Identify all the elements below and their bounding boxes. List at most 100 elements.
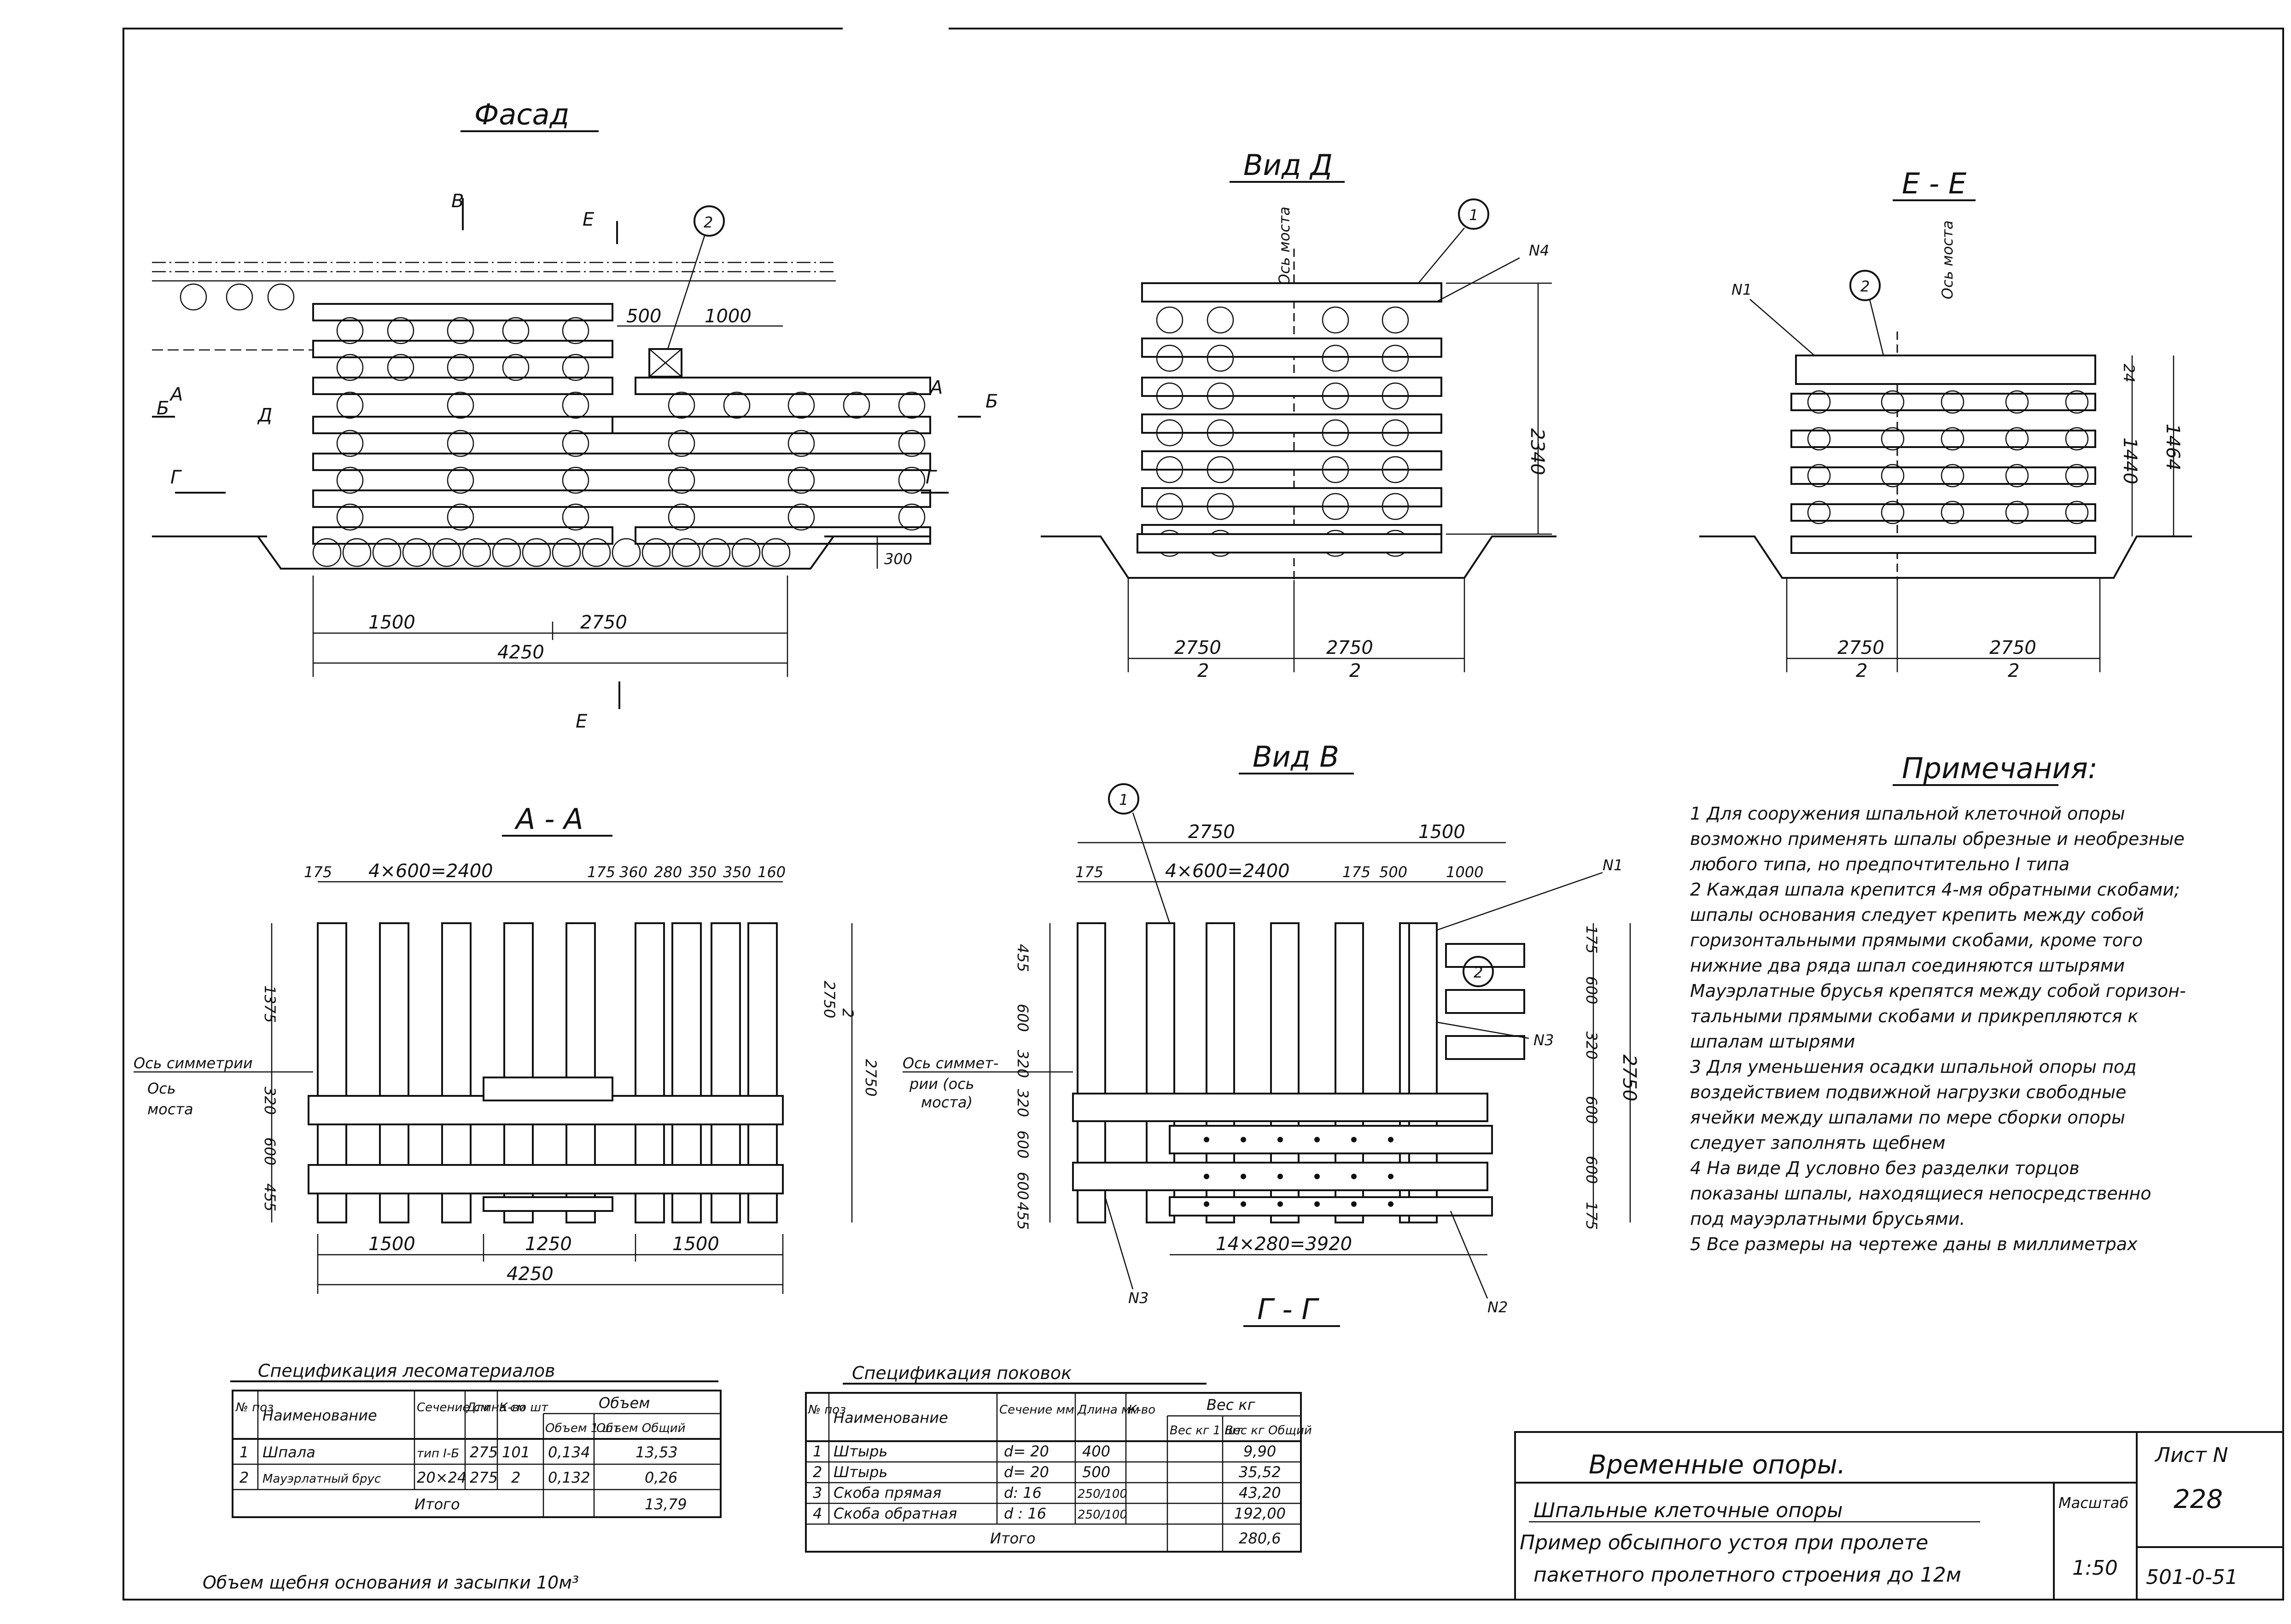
wood-h-count: К-во шт (499, 1401, 548, 1414)
stamp-subtitle: Шпальные клеточные опоры (1533, 1499, 1843, 1522)
aa-bottom-1500b: 1500 (672, 1234, 719, 1255)
stamp-code: 501-0-51 (2146, 1566, 2238, 1589)
v-right-175b: 175 (1583, 1202, 1600, 1230)
aa-bottom-1500a: 1500 (368, 1234, 415, 1255)
view-v-spikes (1204, 1137, 1393, 1207)
aa-top-175b: 175 (587, 863, 615, 881)
spec-wood-title: Спецификация лесоматериалов (258, 1361, 555, 1381)
facade-marker-e-top: Е (583, 209, 595, 230)
wood-r1-section: тип I-Б (417, 1447, 459, 1461)
v-left-455a: 455 (1014, 944, 1032, 972)
v-right-2750: 2750 (1619, 1054, 1640, 1101)
aa-axis-mosta: моста (147, 1100, 193, 1118)
stamp-scale: 1:50 (2072, 1556, 2118, 1580)
fast-h-weight-group: Вес кг (1207, 1396, 1255, 1414)
section-aa-sleepers (308, 922, 784, 1223)
section-ee-dim-2-left: 2 (1856, 660, 1867, 681)
view-d-dim-2340: 2340 (1527, 428, 1548, 475)
stamp-sheet-number: 228 (2174, 1484, 2223, 1514)
facade-marker-a-right: А (929, 377, 943, 398)
note-line-13: ячейки между шпалами по мере сборки опор… (1690, 1107, 2125, 1128)
aa-right-2750: 2750 (862, 1059, 880, 1096)
section-ee-dim-2750-left: 2750 (1837, 637, 1884, 658)
wood-r2-count: 2 (511, 1469, 520, 1486)
section-aa: А - А 175 4×600=2400 175 360 280 350 350… (134, 802, 880, 1294)
aa-left-455: 455 (261, 1183, 279, 1211)
v-top-500: 500 (1379, 863, 1407, 881)
spec-fasteners-title: Спецификация поковок (852, 1363, 1072, 1383)
aa-left-600: 600 (261, 1137, 279, 1165)
v-left-320a: 320 (1014, 1050, 1032, 1078)
fast-r1-length: 400 (1082, 1443, 1110, 1460)
spec-wood-table: Спецификация лесоматериалов № поз Наимен… (230, 1361, 722, 1518)
fast-h-pos: № поз (807, 1403, 846, 1417)
fast-r2-pos: 2 (813, 1463, 822, 1481)
v-left-600a: 600 (1014, 1004, 1032, 1032)
note-line-14: следует заполнять щебнем (1690, 1133, 1946, 1153)
wood-total-value: 13,79 (645, 1496, 687, 1513)
section-ee-callout-2: 2 (1860, 278, 1870, 295)
fast-h-section: Сечение мм (999, 1403, 1074, 1417)
wood-r1-count: 101 (502, 1444, 530, 1461)
fast-r3-name: Скоба прямая (834, 1484, 941, 1502)
aa-top-160: 160 (758, 863, 786, 881)
v-section-gg: Г - Г (1257, 1292, 1319, 1326)
wood-total-label: Итого (414, 1496, 460, 1513)
fast-r1-name: Штырь (834, 1443, 887, 1460)
aa-top-2400: 4×600=2400 (368, 861, 493, 882)
facade-dim-300: 300 (884, 550, 912, 568)
aa-top-350a: 350 (688, 863, 717, 881)
v-axis-2: рии (ось (909, 1075, 974, 1093)
note-line-11: 3 Для уменьшения осадки шпальной опоры п… (1690, 1057, 2136, 1077)
aa-right-2750-half: 2750 (821, 981, 838, 1018)
v-top-1000: 1000 (1446, 863, 1483, 881)
section-ee-dim-2750-right: 2750 (1989, 637, 2036, 658)
v-callout-n1: N1 (1603, 856, 1623, 874)
section-ee-axis: Ось моста (1939, 221, 1956, 299)
notes-title: Примечания: (1902, 751, 2098, 785)
note-line-6: горизонтальными прямыми скобами, кроме т… (1690, 930, 2143, 950)
facade-dim-4250: 4250 (497, 642, 544, 663)
aa-axis-os: Ось (147, 1080, 176, 1097)
v-left-600b: 600 (1014, 1130, 1032, 1158)
v-callout-n3: N3 (1533, 1031, 1554, 1049)
aa-axis-symmetry: Ось симметрии (134, 1054, 253, 1072)
wood-h-name: Наименование (262, 1407, 377, 1424)
note-line-4: 2 Каждая шпала крепится 4-мя обратными с… (1690, 879, 2180, 900)
wood-r1-length: 275 (470, 1444, 498, 1461)
notes-block: Примечания: 1 Для сооружения шпальной кл… (1690, 751, 2186, 1254)
fast-r2-section: d= 20 (1004, 1463, 1049, 1481)
view-d-axis: Ось моста (1276, 207, 1293, 285)
note-line-18: 5 Все размеры на чертеже даны в миллимет… (1690, 1234, 2138, 1254)
v-callout-2: 2 (1474, 964, 1483, 981)
fast-h-w1: Вес кг 1 шт (1170, 1424, 1243, 1438)
facade-marker-d: Д (257, 405, 272, 426)
v-right-320: 320 (1583, 1031, 1600, 1059)
v-right-600c: 600 (1583, 1156, 1600, 1184)
view-v-sleepers (1072, 922, 1525, 1223)
wood-r2-name: Мауэрлатный брус (262, 1472, 381, 1486)
v-right-600b: 600 (1583, 1096, 1600, 1124)
facade-marker-e-bottom: Е (576, 711, 588, 732)
spec-fasteners-table: Спецификация поковок № поз Наименование … (805, 1363, 1312, 1553)
v-top-1500: 1500 (1418, 821, 1465, 843)
note-line-7: нижние два ряда шпал соединяются штырями (1690, 955, 2125, 976)
aa-bottom-1250: 1250 (525, 1234, 572, 1255)
fast-r3-pos: 3 (813, 1484, 822, 1502)
fast-h-name: Наименование (834, 1409, 948, 1426)
view-d-dim-2-left: 2 (1197, 660, 1209, 681)
fast-r2-name: Штырь (834, 1463, 887, 1481)
section-ee-title: Е - Е (1902, 167, 1967, 200)
note-line-17: под мауэрлатными брусьями. (1690, 1209, 1965, 1229)
wood-h-length: Длина см (466, 1401, 526, 1414)
wood-r2-voltotal: 0,26 (645, 1469, 677, 1486)
wood-r2-section: 20×24 (417, 1469, 466, 1486)
aa-top-175a: 175 (304, 863, 332, 881)
sheet-frame (122, 28, 2284, 1601)
facade-marker-g-right: Г (926, 467, 937, 488)
v-left-320b: 320 (1014, 1089, 1032, 1117)
facade-marker-g-left: Г (170, 467, 182, 488)
fast-r3-length: 250/100 (1078, 1487, 1127, 1501)
note-line-9: тальными прямыми скобами и прикрепляются… (1690, 1006, 2138, 1026)
aa-top-350b: 350 (723, 863, 751, 881)
